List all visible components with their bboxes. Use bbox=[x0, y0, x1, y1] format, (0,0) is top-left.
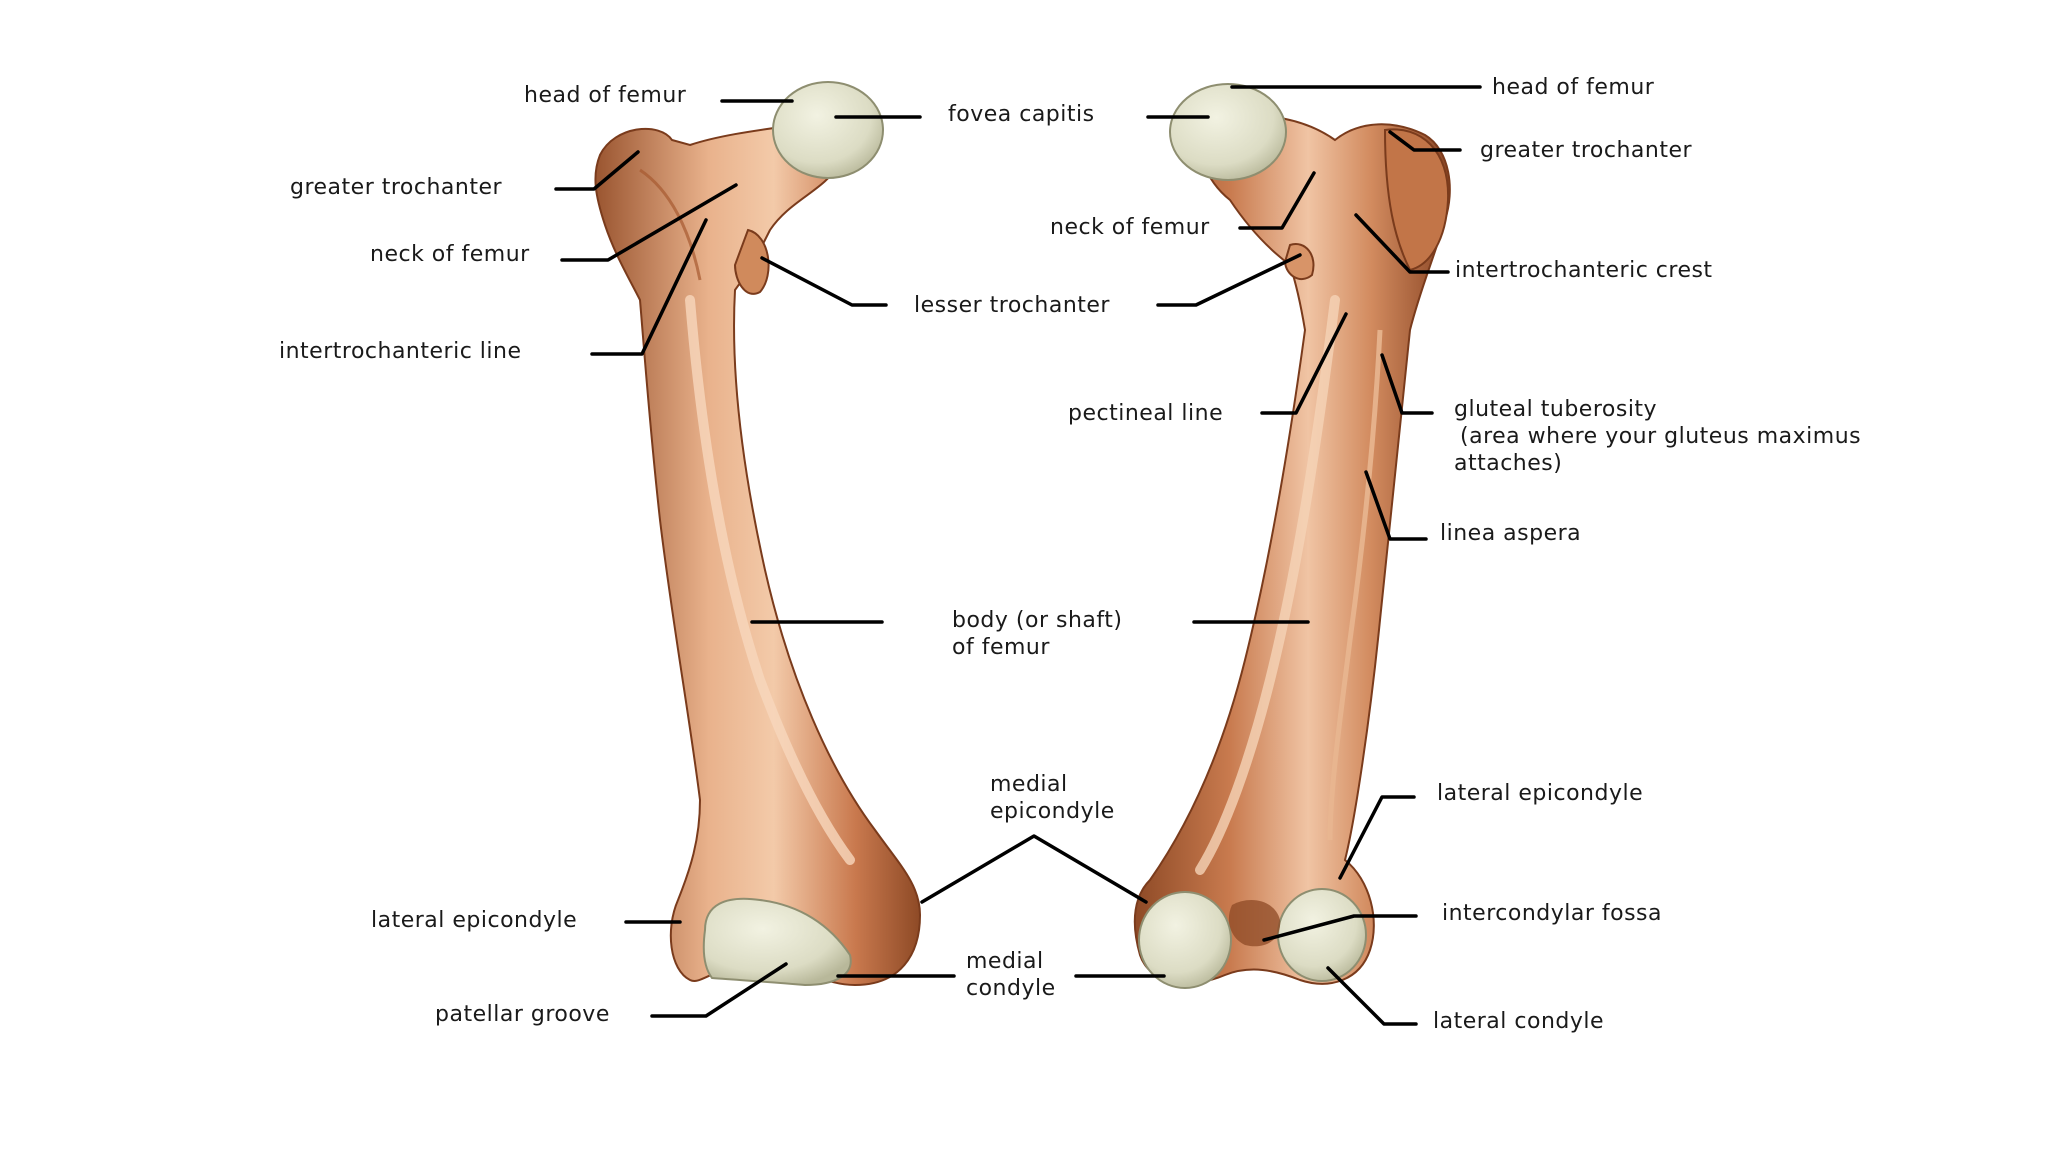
label-gluteal-tuberosity-line2: (area where your gluteus maximus bbox=[1460, 424, 1862, 449]
leader-posterior-lesser-trochanter bbox=[1156, 253, 1302, 307]
leader-lateral-condyle bbox=[1326, 966, 1418, 1026]
posterior-head bbox=[1169, 83, 1287, 181]
leader-medial-epicondyle bbox=[920, 834, 1148, 904]
label-gluteal-tuberosity: gluteal tuberosity (area where your glut… bbox=[1454, 396, 1861, 477]
posterior-lateral-condyle bbox=[1277, 888, 1367, 982]
leader-posterior-lateral-epicondyle bbox=[1338, 795, 1416, 880]
label-medial-condyle-line2: condyle bbox=[966, 976, 1056, 1001]
label-posterior-greater-trochanter: greater trochanter bbox=[1480, 138, 1693, 163]
label-patellar-groove: patellar groove bbox=[435, 1002, 610, 1027]
label-body-line1: body (or shaft) bbox=[952, 608, 1123, 633]
label-medial-condyle: medial condyle bbox=[966, 948, 1056, 1002]
leader-intertrochanteric-line bbox=[590, 218, 708, 356]
leader-intercondylar-fossa bbox=[1262, 914, 1418, 942]
anterior-shaft-highlight bbox=[685, 295, 855, 865]
leader-anterior-greater-trochanter bbox=[554, 150, 640, 191]
label-lateral-condyle: lateral condyle bbox=[1433, 1009, 1605, 1034]
label-medial-epicondyle-line1: medial bbox=[990, 772, 1068, 797]
label-lesser-trochanter: lesser trochanter bbox=[914, 293, 1110, 318]
anterior-condyles bbox=[702, 897, 852, 987]
lesser-trochanter-anterior bbox=[733, 228, 770, 295]
greater-trochanter-posterior bbox=[1383, 128, 1450, 272]
leader-linea-aspera bbox=[1364, 470, 1428, 541]
label-anterior-head-of-femur: head of femur bbox=[524, 83, 687, 108]
posterior-medial-condyle bbox=[1138, 891, 1232, 989]
leader-intertrochanteric-crest bbox=[1354, 213, 1450, 274]
label-pectineal-line: pectineal line bbox=[1068, 401, 1224, 426]
label-intertrochanteric-crest: intertrochanteric crest bbox=[1455, 258, 1713, 283]
leader-gluteal-tuberosity bbox=[1380, 353, 1434, 415]
posterior-femur bbox=[1133, 83, 1451, 989]
leader-lines bbox=[554, 85, 1482, 1026]
label-body-line2: of femur bbox=[952, 635, 1050, 660]
label-anterior-lateral-epicondyle: lateral epicondyle bbox=[371, 908, 578, 933]
leader-posterior-neck bbox=[1238, 171, 1316, 230]
posterior-shaft-highlight bbox=[1195, 295, 1340, 875]
linea-aspera-ridge bbox=[1327, 329, 1383, 841]
label-medial-epicondyle: medial epicondyle bbox=[990, 771, 1115, 825]
label-posterior-neck-of-femur: neck of femur bbox=[1050, 215, 1210, 240]
label-anterior-neck-of-femur: neck of femur bbox=[370, 242, 530, 267]
label-medial-condyle-line1: medial bbox=[966, 949, 1044, 974]
label-posterior-lateral-epicondyle: lateral epicondyle bbox=[1437, 781, 1644, 806]
label-intertrochanteric-line: intertrochanteric line bbox=[279, 339, 522, 364]
leader-anterior-neck bbox=[560, 183, 738, 262]
posterior-femur-shape bbox=[1133, 114, 1451, 985]
anterior-femur bbox=[594, 81, 922, 987]
lesser-trochanter-posterior bbox=[1283, 243, 1315, 281]
label-linea-aspera: linea aspera bbox=[1440, 521, 1582, 546]
label-fovea-capitis: fovea capitis bbox=[948, 102, 1095, 127]
label-medial-epicondyle-line2: epicondyle bbox=[990, 799, 1115, 824]
intercondylar-notch bbox=[1228, 900, 1281, 947]
leader-patellar-groove bbox=[650, 962, 788, 1018]
leader-anterior-lesser-trochanter bbox=[760, 256, 888, 307]
label-body-of-femur: body (or shaft) of femur bbox=[952, 607, 1122, 661]
leader-pectineal-line bbox=[1260, 312, 1348, 415]
label-intercondylar-fossa: intercondylar fossa bbox=[1442, 901, 1663, 926]
label-anterior-greater-trochanter: greater trochanter bbox=[290, 175, 503, 200]
leader-posterior-greater-trochanter bbox=[1388, 130, 1462, 152]
intertrochanteric-ridge bbox=[639, 168, 702, 281]
label-posterior-head-of-femur: head of femur bbox=[1492, 75, 1655, 100]
label-gluteal-tuberosity-line1: gluteal tuberosity bbox=[1454, 397, 1658, 422]
anterior-head bbox=[772, 81, 884, 179]
label-gluteal-tuberosity-line3: attaches) bbox=[1454, 451, 1563, 476]
